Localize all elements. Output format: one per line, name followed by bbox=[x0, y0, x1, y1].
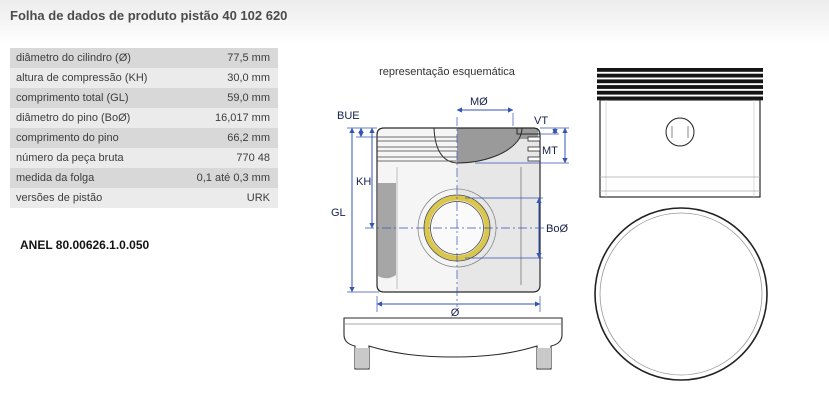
piston-side-view bbox=[597, 68, 763, 198]
pin-boss-foot-left bbox=[355, 348, 369, 368]
spec-value: 16,017 mm bbox=[177, 108, 278, 128]
ring-part-number: ANEL 80.00626.1.0.050 bbox=[20, 238, 150, 252]
spec-label: número da peça bruta bbox=[10, 148, 178, 168]
ring-groove-notches bbox=[527, 136, 541, 162]
table-row: comprimento total (GL) 59,0 mm bbox=[10, 88, 278, 108]
spec-value: 59,0 mm bbox=[177, 88, 278, 108]
page-title: Folha de dados de produto pistão 40 102 … bbox=[10, 8, 288, 23]
table-row: versões de pistão URK bbox=[10, 188, 278, 208]
table-row: diâmetro do pino (BoØ) 16,017 mm bbox=[10, 108, 278, 128]
table-row: comprimento do pino 66,2 mm bbox=[10, 128, 278, 148]
pin-boss-foot-right bbox=[537, 348, 551, 368]
spec-label: versões de pistão bbox=[10, 188, 178, 208]
dim-label-gl: GL bbox=[331, 207, 346, 219]
spec-label: diâmetro do pino (BoØ) bbox=[10, 108, 178, 128]
crown-section-shading bbox=[457, 128, 538, 163]
piston-cross-section-view bbox=[365, 117, 553, 307]
spec-value: 30,0 mm bbox=[177, 68, 278, 88]
table-row: número da peça bruta 770 48 bbox=[10, 148, 278, 168]
pin-hole bbox=[665, 117, 695, 147]
schematic-diagram: representação esquemática bbox=[331, 66, 768, 381]
spec-label: altura de compressão (KH) bbox=[10, 68, 178, 88]
spec-table-body: diâmetro do cilindro (Ø) 77,5 mm altura … bbox=[10, 48, 278, 208]
spec-value: 0,1 até 0,3 mm bbox=[177, 168, 278, 188]
diagram-caption: representação esquemática bbox=[379, 66, 516, 78]
piston-rings bbox=[597, 68, 763, 101]
spec-label: comprimento do pino bbox=[10, 128, 178, 148]
dim-label-mt: MT bbox=[542, 145, 558, 157]
spec-value: 77,5 mm bbox=[177, 48, 278, 68]
dim-label-bue: BUE bbox=[337, 110, 360, 122]
dim-label-kh: KH bbox=[356, 176, 371, 188]
piston-bottom-view bbox=[343, 317, 563, 370]
spec-label: diâmetro do cilindro (Ø) bbox=[10, 48, 178, 68]
spec-label: comprimento total (GL) bbox=[10, 88, 178, 108]
spec-value: URK bbox=[177, 188, 278, 208]
header-background bbox=[0, 0, 829, 44]
dim-label-bo: BoØ bbox=[546, 223, 568, 235]
dim-label-dia: Ø bbox=[451, 307, 460, 319]
spec-value: 66,2 mm bbox=[177, 128, 278, 148]
table-row: altura de compressão (KH) 30,0 mm bbox=[10, 68, 278, 88]
dimension-lines: GL KH BUE MØ VT MT BoØ bbox=[331, 96, 569, 319]
dim-label-vt: VT bbox=[534, 115, 548, 127]
table-row: medida da folga 0,1 até 0,3 mm bbox=[10, 168, 278, 188]
piston-crown-view bbox=[594, 207, 768, 381]
table-row: diâmetro do cilindro (Ø) 77,5 mm bbox=[10, 48, 278, 68]
dim-label-mo: MØ bbox=[470, 96, 488, 108]
spec-label: medida da folga bbox=[10, 168, 178, 188]
spec-value: 770 48 bbox=[177, 148, 278, 168]
ring-grooves bbox=[377, 136, 457, 162]
spec-table: diâmetro do cilindro (Ø) 77,5 mm altura … bbox=[10, 48, 278, 208]
skirt-shading bbox=[378, 183, 396, 279]
